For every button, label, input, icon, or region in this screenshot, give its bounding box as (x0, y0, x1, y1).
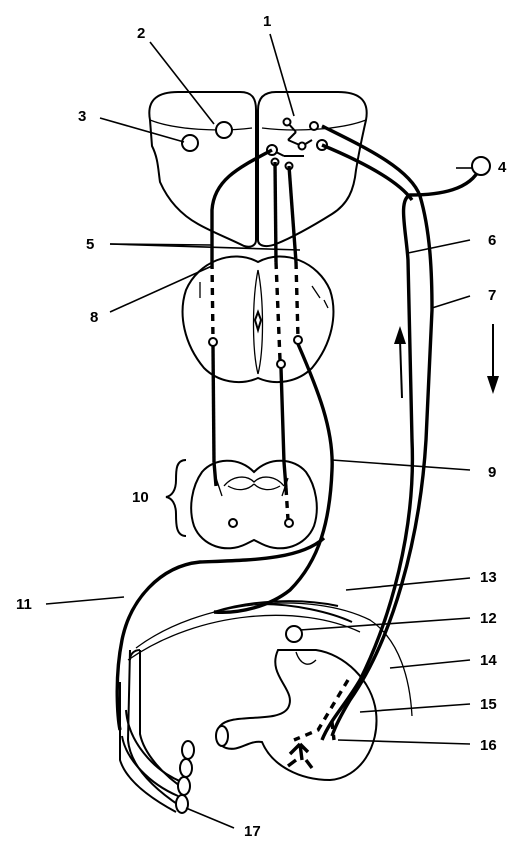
up-arrow-head (394, 326, 406, 344)
label-10: 10 (132, 489, 149, 506)
label-8: 8 (90, 309, 98, 326)
top-brain-section (148, 91, 368, 248)
label-14: 14 (480, 652, 497, 669)
spinal-cord-section-lower (190, 459, 318, 550)
up-arrow-shaft (399, 339, 403, 399)
label-3: 3 (78, 108, 86, 125)
nerve-bundle (119, 649, 195, 814)
label-7: 7 (488, 287, 496, 304)
bracket-10 (165, 459, 187, 537)
label-4: 4 (498, 159, 507, 176)
spinal-section-outline (181, 255, 335, 384)
leader-lines (45, 33, 472, 829)
lower-section-outline (190, 459, 318, 550)
label-2: 2 (137, 25, 145, 42)
label-9: 9 (488, 464, 496, 481)
left-top-lobe (148, 91, 257, 248)
label-16: 16 (480, 737, 497, 754)
label-5: 5 (86, 236, 94, 253)
label-11: 11 (16, 596, 32, 613)
receptor-node-4 (471, 156, 491, 176)
label-6: 6 (488, 232, 496, 249)
label-1: 1 (263, 13, 271, 30)
target-organ (215, 625, 378, 782)
down-arrow-head (487, 376, 499, 394)
organ-outline (215, 649, 378, 782)
interneuron-cluster (266, 117, 328, 171)
label-17: 17 (244, 823, 261, 840)
left-lobe-inner-line (149, 119, 253, 131)
label-12: 12 (480, 610, 497, 627)
neural-tracts (115, 124, 482, 741)
ganglion-12 (285, 625, 303, 643)
numeric-labels: 1 2 3 4 5 6 7 8 9 10 11 12 13 14 15 16 1… (16, 13, 507, 840)
cell-body-2 (215, 121, 233, 139)
direction-arrows (394, 324, 499, 399)
spinal-cord-section-upper (181, 255, 335, 384)
label-13: 13 (480, 569, 497, 586)
label-15: 15 (480, 696, 497, 713)
cell-body-3 (181, 134, 199, 152)
